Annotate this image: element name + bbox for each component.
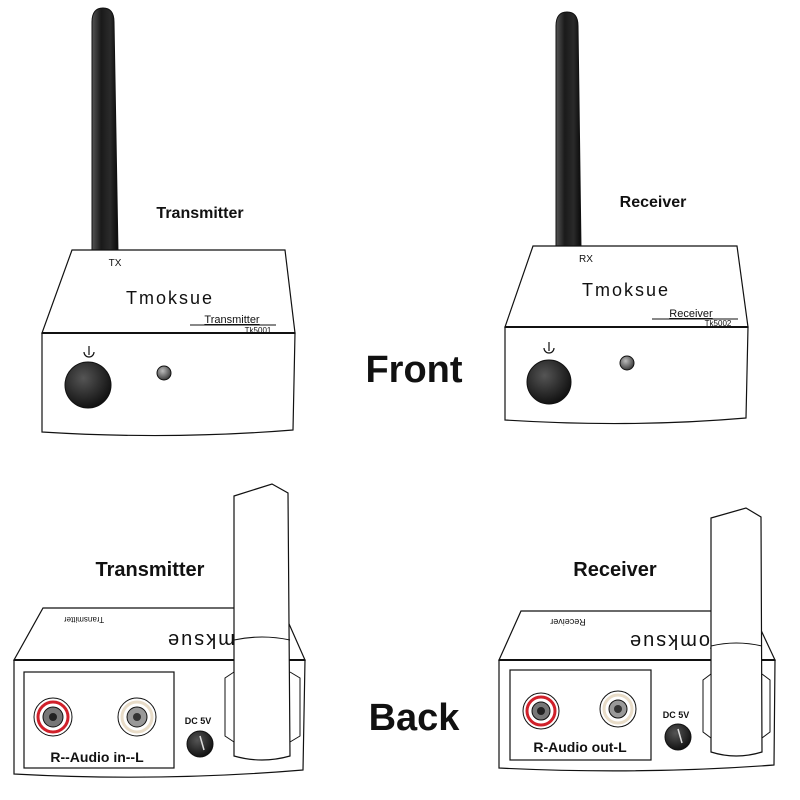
antenna-tag-tx: TX xyxy=(109,258,122,269)
device-model-name: Receiver xyxy=(669,308,713,320)
rca-jack-right[interactable] xyxy=(33,697,73,737)
device-model-code: Tk5001 xyxy=(245,326,272,335)
front-heading: Front xyxy=(365,349,462,391)
mirrored-brand: Tomksue xyxy=(628,630,722,652)
device-front-face xyxy=(504,326,749,425)
back-receiver: Receiver Tomksue Receiver R-Audio out-L … xyxy=(498,507,776,772)
device-model-name: Transmitter xyxy=(204,314,260,326)
antenna-tag-rx: RX xyxy=(579,254,593,265)
status-led xyxy=(156,365,172,381)
dc-power-jack[interactable] xyxy=(186,730,214,758)
power-symbol-icon xyxy=(83,346,95,358)
power-button[interactable] xyxy=(526,359,572,405)
dc-power-jack[interactable] xyxy=(664,723,692,751)
antenna-icon xyxy=(91,7,119,253)
audio-port-label: R-Audio out-L xyxy=(533,739,627,755)
audio-port-label: R--Audio in--L xyxy=(50,749,144,765)
rca-jack-right[interactable] xyxy=(522,692,560,730)
rca-jack-left[interactable] xyxy=(599,690,637,728)
status-led xyxy=(619,355,635,371)
mirrored-model: Receiver xyxy=(550,617,586,627)
front-receiver-caption: Receiver xyxy=(620,194,687,211)
mirrored-model: Transmitter xyxy=(64,615,104,624)
device-brand: Tmoksue xyxy=(126,288,214,308)
antenna-icon xyxy=(702,507,771,757)
back-transmitter-caption: Transmitter xyxy=(96,559,205,581)
power-symbol-icon xyxy=(543,342,555,354)
back-heading: Back xyxy=(369,697,461,739)
device-model-code: Tk5002 xyxy=(705,319,732,328)
power-button[interactable] xyxy=(64,361,112,409)
rca-jack-left[interactable] xyxy=(117,697,157,737)
antenna-icon xyxy=(224,483,301,761)
front-transmitter: TX Tmoksue Transmitter Tk5001 Transmitte… xyxy=(41,7,296,437)
dc-power-label: DC 5V xyxy=(185,716,212,726)
device-front-face xyxy=(41,332,296,437)
antenna-icon xyxy=(555,11,582,249)
back-transmitter: Transmitter Tomksue Transmitter R--Audio… xyxy=(12,483,306,778)
back-receiver-caption: Receiver xyxy=(573,559,657,581)
front-receiver: RX Tmoksue Receiver Tk5002 Receiver xyxy=(504,11,749,425)
front-transmitter-caption: Transmitter xyxy=(156,205,243,222)
dc-power-label: DC 5V xyxy=(663,710,690,720)
device-brand: Tmoksue xyxy=(582,280,670,300)
